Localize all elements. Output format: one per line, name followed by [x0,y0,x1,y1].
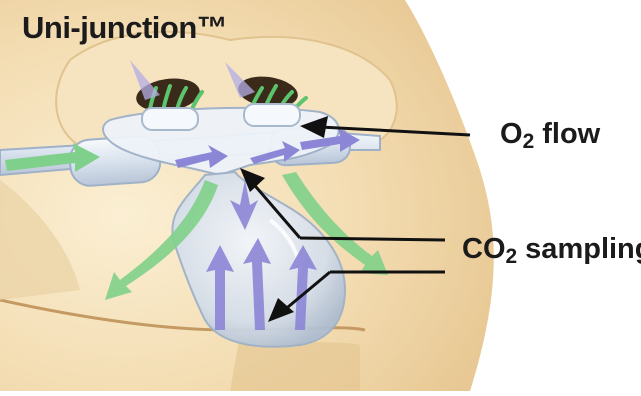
co2-label-prefix: CO [462,233,506,265]
title: Uni-junction™ [22,10,227,46]
o2-label-suffix: flow [534,118,600,150]
o2-label-subscript: 2 [523,130,535,153]
co2-label-suffix: sampling [517,233,641,265]
right-prong [244,104,300,126]
co2-label-subscript: 2 [506,245,518,268]
co2-sampling-label: CO2 sampling [462,233,641,269]
o2-label-prefix: O [500,118,523,150]
left-prong [142,108,198,130]
o2-flow-label: O2 flow [500,118,600,154]
